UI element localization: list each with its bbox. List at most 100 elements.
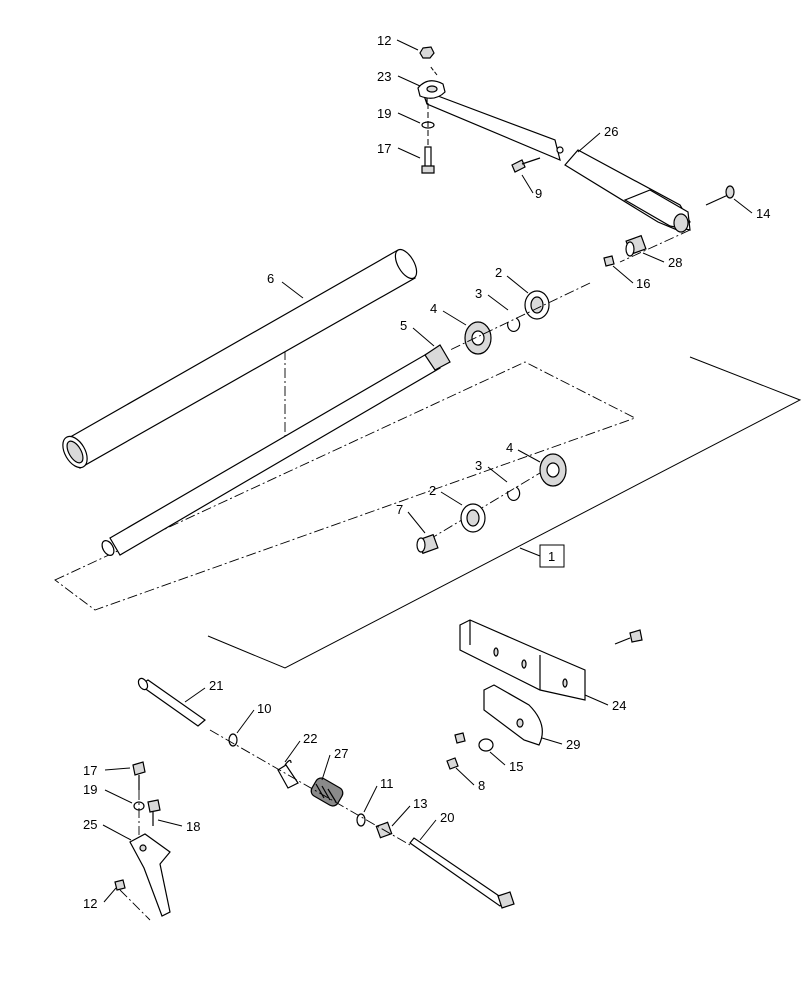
leader-17-top	[397, 147, 421, 159]
bolt-8	[446, 757, 459, 770]
callout-25: 25	[83, 817, 97, 832]
plate-29	[483, 684, 543, 746]
callout-3-mid: 3	[475, 458, 482, 473]
leader-28	[642, 252, 665, 263]
callout-4-top: 4	[430, 301, 437, 316]
bearing-4-mid	[539, 453, 567, 487]
leader-13	[391, 805, 411, 827]
callout-7: 7	[396, 502, 403, 517]
callout-8: 8	[478, 778, 485, 793]
leader-3-top	[487, 294, 509, 311]
leader-21	[184, 687, 206, 703]
leader-9	[521, 174, 534, 194]
leader-2-top	[506, 275, 529, 294]
leader-7	[407, 511, 426, 534]
leader-17-low	[104, 767, 131, 771]
washer-11	[356, 813, 366, 827]
leader-10	[236, 709, 255, 734]
nut-15-side	[454, 732, 466, 744]
callout-24: 24	[612, 698, 626, 713]
leader-16	[612, 265, 634, 284]
bushing-28	[625, 234, 647, 257]
leader-12-low	[103, 887, 117, 903]
callout-14: 14	[756, 206, 770, 221]
leader-23	[397, 75, 421, 87]
nut-16	[603, 255, 615, 267]
bearing-4-top	[464, 321, 492, 355]
callout-16: 16	[636, 276, 650, 291]
bushing-7	[416, 533, 439, 555]
callout-5: 5	[400, 318, 407, 333]
callout-27: 27	[334, 746, 348, 761]
flange-2-top	[524, 290, 550, 320]
snap-ring-3-top	[507, 317, 521, 333]
callout-22: 22	[303, 731, 317, 746]
nut-12-top	[419, 46, 435, 59]
leader-20	[419, 819, 437, 841]
callout-29: 29	[566, 737, 580, 752]
washer-15	[478, 738, 494, 752]
callout-4-mid: 4	[506, 440, 513, 455]
arm-26	[556, 146, 691, 233]
bracket-arm-23	[417, 65, 561, 162]
leader-22	[284, 740, 301, 763]
bolt-top-right	[614, 629, 643, 645]
pin-21	[137, 677, 206, 727]
leader-4-top	[442, 310, 467, 326]
leader-11	[363, 785, 378, 813]
rod-20	[409, 837, 515, 909]
callout-12-top: 12	[377, 33, 391, 48]
callout-2-top: 2	[495, 265, 502, 280]
callout-9: 9	[535, 186, 542, 201]
leader-3-mid	[487, 466, 508, 483]
callout-17-top: 17	[377, 141, 391, 156]
leader-29	[541, 737, 563, 745]
reference-box-1	[519, 544, 565, 568]
callout-21: 21	[209, 678, 223, 693]
spring-22	[277, 759, 299, 789]
callout-12-low: 12	[83, 896, 97, 911]
bolt-14	[705, 185, 735, 206]
leader-27	[321, 754, 331, 781]
leader-6	[281, 281, 304, 299]
snap-ring-3-mid	[507, 486, 521, 502]
leader-4-mid	[517, 449, 541, 463]
leader-14	[733, 198, 753, 214]
tube-6	[62, 248, 418, 469]
callout-10: 10	[257, 701, 271, 716]
callout-17-low: 17	[83, 763, 97, 778]
callout-15: 15	[509, 759, 523, 774]
bolt-17-top	[421, 146, 435, 174]
spring-27	[310, 777, 344, 807]
callout-19-top: 19	[377, 106, 391, 121]
leader-15	[489, 751, 506, 766]
callout-3-top: 3	[475, 286, 482, 301]
flange-2-mid	[460, 503, 486, 533]
nut-12-low	[114, 879, 126, 891]
callout-11: 11	[380, 776, 394, 791]
sub-assembly-outline	[54, 361, 637, 611]
callout-13: 13	[413, 796, 427, 811]
bolt-9	[511, 157, 541, 173]
lever-25	[129, 833, 171, 917]
leader-25	[102, 824, 132, 841]
bolt-17-low	[132, 761, 146, 790]
callout-6: 6	[267, 271, 274, 286]
callout-23: 23	[377, 69, 391, 84]
leader-5	[412, 327, 435, 347]
shaft-5	[101, 344, 451, 556]
bolt-18	[147, 799, 161, 826]
leader-8	[455, 767, 475, 786]
assembly-boundary	[207, 356, 802, 669]
callout-28: 28	[668, 255, 682, 270]
leader-12-top	[396, 39, 419, 51]
leader-19-top	[397, 112, 421, 124]
leader-18	[157, 819, 183, 827]
callout-18: 18	[186, 819, 200, 834]
callout-2-mid: 2	[429, 483, 436, 498]
leader-26	[577, 132, 601, 153]
washer-10	[228, 733, 238, 747]
callout-1: 1	[548, 549, 555, 564]
leader-24	[584, 694, 609, 706]
